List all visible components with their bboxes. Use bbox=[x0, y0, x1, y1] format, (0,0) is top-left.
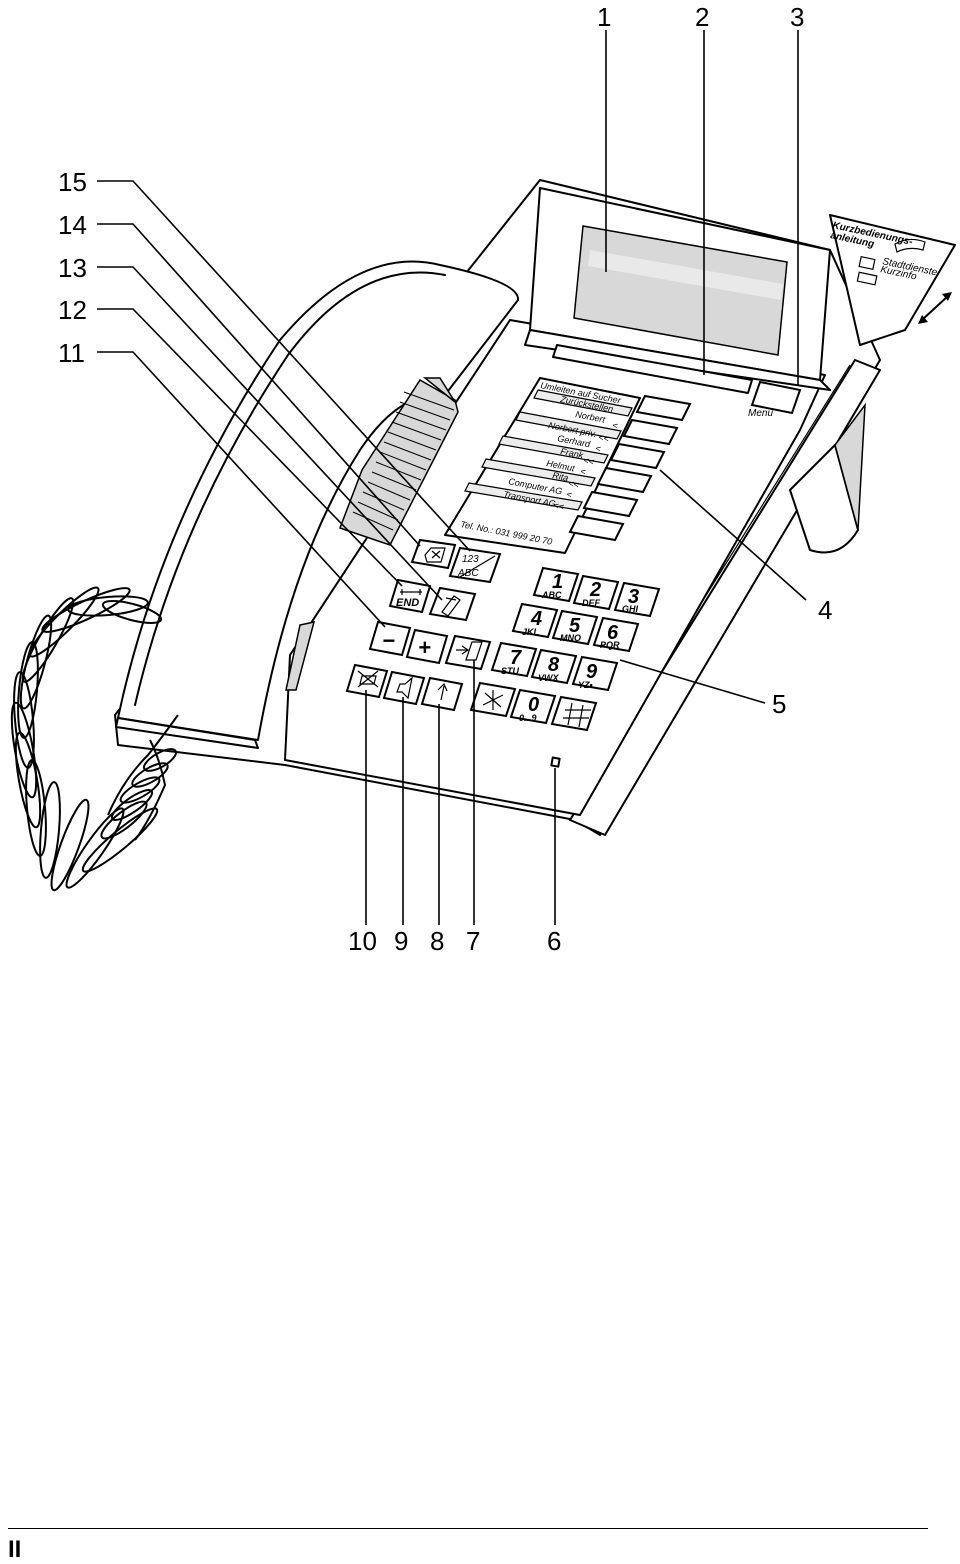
function-key-4[interactable] bbox=[596, 466, 653, 494]
svg-text:VWX: VWX bbox=[538, 673, 559, 683]
callout-15: 15 bbox=[58, 167, 87, 197]
strip-mark-9: < bbox=[566, 489, 573, 500]
callout-6: 6 bbox=[547, 926, 561, 956]
leader-lines bbox=[97, 30, 807, 925]
handset bbox=[115, 260, 519, 749]
svg-text:7: 7 bbox=[510, 647, 522, 669]
delete-button[interactable] bbox=[410, 538, 457, 570]
callout-12: 12 bbox=[58, 295, 87, 325]
key-4[interactable]: 4 JKL bbox=[511, 602, 559, 639]
callout-1: 1 bbox=[597, 2, 611, 32]
key-3[interactable]: 3 GHI bbox=[613, 581, 661, 618]
svg-text:8: 8 bbox=[548, 654, 560, 676]
led-bar bbox=[552, 344, 753, 394]
function-key-3[interactable] bbox=[609, 442, 666, 470]
svg-text:YZ•: YZ• bbox=[578, 680, 593, 690]
strip-mark-6: << bbox=[583, 455, 595, 467]
svg-text:MNO: MNO bbox=[560, 633, 581, 643]
svg-text:1: 1 bbox=[552, 571, 563, 593]
svg-text:5: 5 bbox=[569, 615, 581, 637]
curly-cord bbox=[10, 586, 179, 892]
svg-text:STU: STU bbox=[501, 666, 520, 676]
quick-guide-card: Kurzbedienungs- anleitung Stadtdienste K… bbox=[829, 214, 956, 346]
transfer-button[interactable] bbox=[444, 634, 492, 671]
strip-mark-4: << bbox=[598, 432, 610, 444]
callout-14: 14 bbox=[58, 210, 87, 240]
slide-arrow-icon bbox=[921, 295, 949, 321]
svg-text:JKL: JKL bbox=[522, 627, 539, 637]
strip-mark-10: << bbox=[553, 500, 565, 512]
strip-mark-3: < bbox=[612, 420, 619, 431]
minus-label: − bbox=[382, 628, 395, 653]
menu-button[interactable]: Menu bbox=[748, 380, 802, 419]
svg-text:GHI: GHI bbox=[622, 604, 639, 614]
callout-3: 3 bbox=[790, 2, 804, 32]
key-5[interactable]: 5 MNO bbox=[551, 609, 599, 646]
strip-row-8: Rita bbox=[552, 470, 570, 483]
strip-mark-8: << bbox=[568, 478, 580, 490]
strip-mark-7: < bbox=[580, 466, 587, 477]
svg-text:3: 3 bbox=[628, 586, 639, 608]
svg-text:DEF: DEF bbox=[582, 598, 601, 608]
key-8[interactable]: 8 VWX bbox=[530, 648, 578, 685]
volume-plus-button[interactable]: + bbox=[405, 628, 449, 665]
abc-toggle-button[interactable]: 123 ABC bbox=[448, 546, 502, 584]
key-2[interactable]: 2 DEF bbox=[572, 574, 620, 611]
menu-label: Menu bbox=[748, 408, 773, 419]
keypad: 1 ABC 2 DEF 3 GHI 4 JKL 5 MNO 6 PQR bbox=[469, 566, 661, 732]
svg-text:PQR: PQR bbox=[600, 640, 620, 650]
strip-mark-5: < bbox=[595, 443, 602, 454]
key-7[interactable]: 7 STU bbox=[490, 641, 538, 678]
end-button[interactable]: END bbox=[388, 578, 432, 614]
key-0[interactable]: 0 0...9 bbox=[509, 688, 557, 725]
key-6[interactable]: 6 PQR bbox=[592, 616, 640, 653]
callout-8: 8 bbox=[430, 926, 444, 956]
key-9[interactable]: 9 YZ• bbox=[571, 655, 619, 692]
callout-13: 13 bbox=[58, 253, 87, 283]
svg-text:9: 9 bbox=[586, 661, 598, 683]
callout-2: 2 bbox=[695, 2, 709, 32]
key-star[interactable] bbox=[469, 681, 517, 718]
callouts: 1 2 3 15 14 13 12 11 4 5 10 9 8 7 6 bbox=[58, 2, 832, 956]
function-key-1[interactable] bbox=[635, 394, 692, 422]
key-hash[interactable] bbox=[550, 695, 598, 732]
mute-button[interactable] bbox=[345, 663, 389, 699]
label-strip: Umleiten auf Sucher Zurückstellen Norber… bbox=[444, 377, 641, 554]
footer-rule bbox=[8, 1528, 928, 1529]
page-number: II bbox=[8, 1536, 22, 1563]
svg-text:ABC: ABC bbox=[541, 590, 562, 600]
svg-text:0: 0 bbox=[528, 694, 539, 716]
function-key-6[interactable] bbox=[568, 514, 625, 542]
end-label: END bbox=[396, 597, 419, 609]
callout-9: 9 bbox=[394, 926, 408, 956]
plus-label: + bbox=[418, 635, 431, 660]
svg-text:4: 4 bbox=[530, 608, 542, 630]
svg-text:6: 6 bbox=[607, 622, 619, 644]
callout-11: 11 bbox=[58, 338, 85, 368]
callout-7: 7 bbox=[466, 926, 480, 956]
display-screen bbox=[573, 225, 788, 356]
notebook-button[interactable] bbox=[428, 586, 477, 622]
message-led bbox=[550, 756, 561, 768]
strip-row-6: Frank bbox=[560, 446, 585, 460]
volume-minus-button[interactable]: − bbox=[368, 620, 412, 657]
speaker-button[interactable] bbox=[382, 670, 426, 706]
abc-bottom-label: ABC bbox=[457, 568, 479, 579]
svg-text:2: 2 bbox=[589, 579, 601, 601]
callout-4: 4 bbox=[818, 595, 832, 625]
redial-button[interactable] bbox=[420, 676, 464, 712]
key-1[interactable]: 1 ABC bbox=[532, 566, 580, 603]
abc-top-label: 123 bbox=[462, 554, 479, 565]
function-keys bbox=[568, 394, 692, 542]
function-key-2[interactable] bbox=[622, 418, 679, 446]
svg-text:0...9: 0...9 bbox=[519, 713, 537, 723]
function-key-5[interactable] bbox=[582, 490, 639, 518]
callout-10: 10 bbox=[348, 926, 377, 956]
callout-5: 5 bbox=[772, 689, 786, 719]
